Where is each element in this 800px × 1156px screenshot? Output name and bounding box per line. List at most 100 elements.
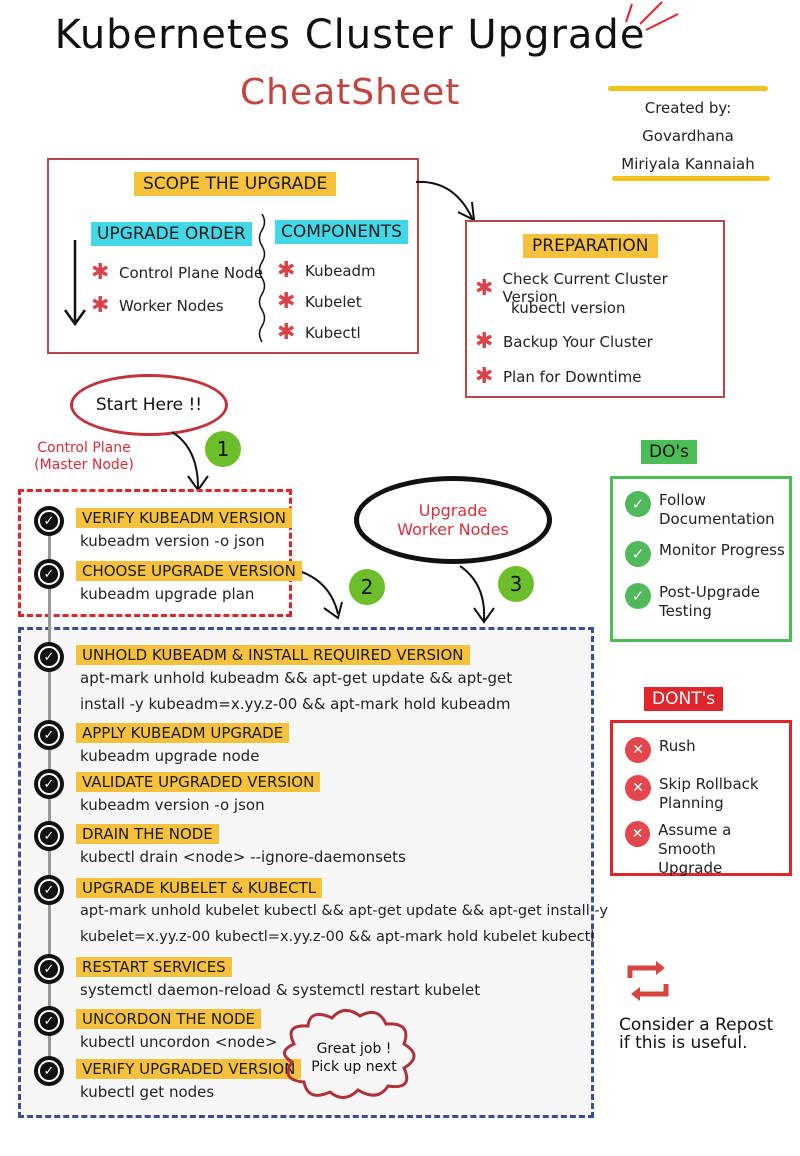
asterisk-icon: ✱ xyxy=(475,364,494,389)
component-label: Kubectl xyxy=(305,323,361,342)
credit-underline-bottom xyxy=(612,176,770,181)
component-kubectl: ✱ Kubectl xyxy=(277,320,361,345)
start-here-label: Start Here !! xyxy=(95,395,203,415)
dos-item-testing: ✓ Post-Upgrade Testing xyxy=(625,583,760,621)
prep-item-label: Backup Your Cluster xyxy=(503,332,653,351)
step-title: RESTART SERVICES xyxy=(76,957,232,977)
check-icon: ✓ xyxy=(625,583,651,609)
check-circle-icon: ✓ xyxy=(34,720,64,750)
donts-item-smooth: ✕ Assume a Smooth Upgrade xyxy=(625,821,789,878)
order-arrow-icon xyxy=(61,238,91,334)
donts-item-line: Planning xyxy=(659,794,724,812)
donts-item-line: Rush xyxy=(659,737,696,755)
donts-item-line: Assume a Smooth xyxy=(658,821,732,858)
check-circle-icon: ✓ xyxy=(34,642,64,672)
dos-item-line: Monitor Progress xyxy=(659,541,785,559)
credit-block: Created by: Govardhana Miriyala Kannaiah xyxy=(612,94,764,178)
worker-nodes-label: Upgrade Worker Nodes xyxy=(397,501,509,539)
donts-item-rush: ✕ Rush xyxy=(625,737,696,763)
prep-item-label: kubectl version xyxy=(511,299,626,317)
step-number-3: 3 xyxy=(498,566,534,602)
check-icon: ✓ xyxy=(625,491,651,517)
step-command: apt-mark unhold kubelet kubectl && apt-g… xyxy=(80,903,608,919)
step-title: VERIFY KUBEADM VERSION xyxy=(76,508,292,528)
step-command: kubectl drain <node> --ignore-daemonsets xyxy=(80,848,406,866)
component-kubeadm: ✱ Kubeadm xyxy=(277,258,376,283)
prep-item-label: Check Current Cluster Version xyxy=(502,270,668,306)
prep-item-backup: ✱ Backup Your Cluster xyxy=(475,329,653,354)
dos-item-line: Documentation xyxy=(659,510,775,528)
check-circle-icon: ✓ xyxy=(34,1006,64,1036)
step-title: UNHOLD KUBEADM & INSTALL REQUIRED VERSIO… xyxy=(76,645,470,665)
step-title: CHOOSE UPGRADE VERSION xyxy=(76,561,302,581)
page-title: Kubernetes Cluster Upgrade xyxy=(54,12,646,58)
repost-icon[interactable] xyxy=(624,958,672,1008)
dos-item-line: Testing xyxy=(659,602,712,620)
x-icon: ✕ xyxy=(625,775,651,801)
scope-box: SCOPE THE UPGRADE UPGRADE ORDER ✱ Contro… xyxy=(47,158,419,354)
step-command: apt-mark unhold kubeadm && apt-get updat… xyxy=(80,669,513,687)
dos-box: ✓ Follow Documentation ✓ Monitor Progres… xyxy=(610,476,792,642)
worker-arrow-icon xyxy=(456,562,496,630)
order-item-label: Control Plane Node xyxy=(119,263,264,282)
step-number-1: 1 xyxy=(205,431,241,467)
check-circle-icon: ✓ xyxy=(34,769,64,799)
step-command: kubeadm upgrade plan xyxy=(80,585,255,603)
control-to-worker-arrow-icon xyxy=(294,566,348,626)
credit-name-first: Govardhana xyxy=(642,127,734,145)
check-circle-icon: ✓ xyxy=(34,506,64,536)
prep-item-downtime: ✱ Plan for Downtime xyxy=(475,364,641,389)
dos-item-documentation: ✓ Follow Documentation xyxy=(625,491,775,529)
title-spark-icon xyxy=(622,0,682,44)
step-title: VALIDATE UPGRADED VERSION xyxy=(76,772,321,792)
components-heading: COMPONENTS xyxy=(275,220,408,244)
check-circle-icon: ✓ xyxy=(34,559,64,589)
check-icon: ✓ xyxy=(625,541,651,567)
asterisk-icon: ✱ xyxy=(475,329,494,354)
step-title: VERIFY UPGRADED VERSION xyxy=(76,1059,302,1079)
step-command-cont: kubelet=x.yy.z-00 kubectl=x.yy.z-00 && a… xyxy=(80,929,595,945)
control-plane-label: Control Plane (Master Node) xyxy=(34,440,134,473)
component-kubelet: ✱ Kubelet xyxy=(277,289,362,314)
prep-item-kubectl-version: kubectl version xyxy=(511,299,626,317)
order-item-label: Worker Nodes xyxy=(119,296,224,315)
donts-item-line: Upgrade xyxy=(658,859,723,877)
prep-item-label: Plan for Downtime xyxy=(503,367,642,386)
worker-nodes-box xyxy=(18,627,594,1118)
repost-label: Consider a Repost if this is useful. xyxy=(619,1016,773,1052)
start-here-bubble: Start Here !! xyxy=(70,374,228,436)
donts-item-rollback: ✕ Skip Rollback Planning xyxy=(625,775,759,813)
divider-squiggle xyxy=(255,212,269,348)
step-title: UNCORDON THE NODE xyxy=(76,1009,261,1029)
credit-name-last: Miriyala Kannaiah xyxy=(621,155,755,173)
credit-underline-top xyxy=(608,86,768,91)
repost-line: if this is useful. xyxy=(619,1033,748,1053)
step-command: kubeadm version -o json xyxy=(80,532,265,550)
component-label: Kubeadm xyxy=(305,261,376,280)
asterisk-icon: ✱ xyxy=(91,293,110,318)
donts-heading: DONT's xyxy=(644,687,724,711)
dos-item-line: Post-Upgrade xyxy=(659,583,760,601)
great-job-label: Great job ! Pick up next xyxy=(311,1041,397,1075)
step-title: UPGRADE KUBELET & KUBECTL xyxy=(76,878,323,898)
step-command-cont: install -y kubeadm=x.yy.z-00 && apt-mark… xyxy=(80,695,511,713)
donts-item-line: Skip Rollback xyxy=(659,775,759,793)
asterisk-icon: ✱ xyxy=(475,275,494,301)
asterisk-icon: ✱ xyxy=(277,289,296,314)
step-command: kubeadm upgrade node xyxy=(80,747,260,765)
asterisk-icon: ✱ xyxy=(277,258,296,283)
step-command: kubeadm version -o json xyxy=(80,796,265,814)
x-icon: ✕ xyxy=(625,821,651,847)
order-item-worker-nodes: ✱ Worker Nodes xyxy=(91,293,224,318)
step-number-2: 2 xyxy=(349,569,385,605)
step-command: kubectl uncordon <node> xyxy=(80,1033,278,1051)
dos-item-line: Follow xyxy=(659,491,707,509)
preparation-box: PREPARATION ✱ Check Current Cluster Vers… xyxy=(465,220,725,398)
asterisk-icon: ✱ xyxy=(91,260,110,285)
donts-box: ✕ Rush ✕ Skip Rollback Planning ✕ Assume… xyxy=(610,720,792,878)
repost-line: Consider a Repost xyxy=(619,1015,774,1035)
step-title: DRAIN THE NODE xyxy=(76,824,219,844)
great-job-burst-icon xyxy=(274,1004,434,1108)
worker-nodes-bubble: Upgrade Worker Nodes xyxy=(354,476,552,564)
step-command: kubectl get nodes xyxy=(80,1083,215,1101)
